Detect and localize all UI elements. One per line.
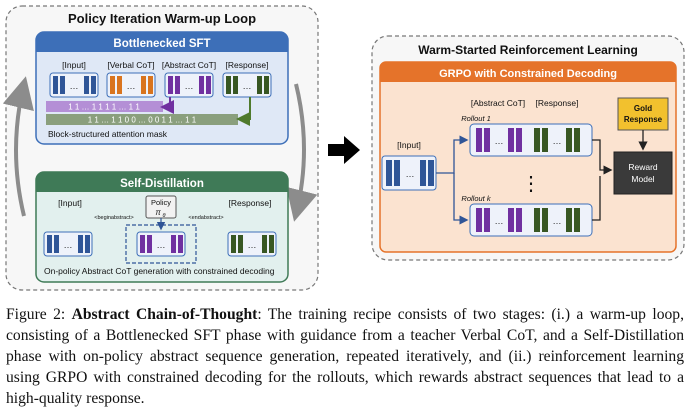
svg-text:…: … [64, 240, 73, 250]
sft-label-verbal-cot: [Verbal CoT] [107, 60, 154, 70]
warmup-loop-title: Policy Iteration Warm-up Loop [68, 11, 256, 26]
svg-text:Response: Response [624, 115, 663, 124]
sft-title: Bottlenecked SFT [113, 38, 210, 50]
figure-diagram: Policy Iteration Warm-up Loop Bottleneck… [2, 5, 685, 291]
sft-abstract-cot-tokens: … [164, 72, 214, 98]
svg-text:…: … [553, 136, 562, 146]
svg-text:…: … [243, 81, 252, 91]
sd-abstract-tokens: … [136, 231, 186, 257]
svg-text:θ: θ [163, 213, 166, 219]
mask-row-2: 1 1 … 1 1 0 0 … 0 0 1 1 … 1 1 [88, 116, 197, 125]
svg-text:…: … [248, 240, 257, 250]
sft-response-tokens: … [222, 72, 272, 98]
svg-text:…: … [495, 136, 504, 146]
grpo-header [380, 62, 676, 82]
sd-caption: On-policy Abstract CoT generation with c… [44, 266, 275, 276]
sd-response-tokens: … [227, 231, 277, 257]
svg-text:…: … [553, 216, 562, 226]
sft-header [36, 32, 288, 52]
rollout-k-to-reward [592, 176, 601, 221]
svg-text:Model: Model [631, 174, 654, 184]
sd-label-response: [Response] [229, 198, 272, 208]
rl-panel-title: Warm-Started Reinforcement Learning [418, 43, 638, 57]
self-distill-header [36, 172, 288, 192]
self-distill-title: Self-Distillation [120, 178, 204, 190]
svg-text:Policy: Policy [151, 198, 171, 207]
rollout-1-label: Rollout 1 [461, 114, 491, 123]
grpo-label-input: [Input] [397, 140, 421, 150]
grpo-label-abstract-cot: [Abstract CoT] [471, 98, 525, 108]
sft-label-input: [Input] [62, 60, 86, 70]
loop-arrow-left [2, 76, 34, 217]
svg-text:Reward: Reward [628, 162, 658, 172]
rollout-1-to-reward [592, 139, 613, 175]
reward-model-box: Reward Model [613, 151, 673, 195]
svg-text:…: … [495, 216, 504, 226]
branch-to-rollout-1 [436, 135, 469, 174]
sft-input-tokens: … [49, 72, 99, 98]
rollout-k-label: Rollout k [461, 194, 491, 203]
begin-abstract-tag: <beginabstract> [94, 215, 133, 221]
mask-caption: Block-structured attention mask [48, 129, 168, 139]
svg-text:…: … [157, 240, 166, 250]
sft-label-abstract-cot: [Abstract CoT] [162, 60, 216, 70]
figure-caption: Figure 2: Abstract Chain-of-Thought: The… [6, 304, 684, 409]
rollout-k-sequence: … … [469, 203, 593, 237]
loop-arrow-right [286, 83, 318, 222]
grpo-input-tokens: … [381, 155, 437, 191]
sft-label-response: [Response] [226, 60, 269, 70]
sft-verbal-cot-tokens: … [106, 72, 156, 98]
svg-text:Gold: Gold [634, 104, 652, 113]
grpo-label-response: [Response] [536, 98, 579, 108]
branch-to-rollout-k [453, 173, 469, 225]
svg-text:π: π [155, 208, 161, 217]
rollout-1-sequence: … … [469, 123, 593, 157]
mask-row-1: 1 1 … 1 1 1 1 … 1 1 [68, 103, 140, 112]
caption-text: : The training recipe consists of two st… [6, 306, 684, 407]
svg-text:…: … [406, 169, 415, 179]
grpo-title: GRPO with Constrained Decoding [439, 68, 617, 80]
rollout-ellipsis: ⋮ [521, 173, 541, 195]
end-abstract-tag: <endabstract> [188, 215, 223, 221]
caption-prefix: Figure 2: [6, 306, 72, 323]
attention-mask: 1 1 … 1 1 1 1 … 1 1 1 1 … 1 1 0 0 … 0 0 … [46, 97, 251, 126]
gold-response-box: Gold Response [617, 97, 669, 131]
svg-text:…: … [185, 81, 194, 91]
caption-bold-title: Abstract Chain-of-Thought [71, 306, 258, 323]
sd-label-input: [Input] [58, 198, 82, 208]
sd-input-tokens: … [43, 231, 93, 257]
svg-text:…: … [70, 81, 79, 91]
stage-arrow [328, 136, 360, 164]
policy-box: Policy π θ [145, 195, 177, 219]
svg-text:…: … [127, 81, 136, 91]
